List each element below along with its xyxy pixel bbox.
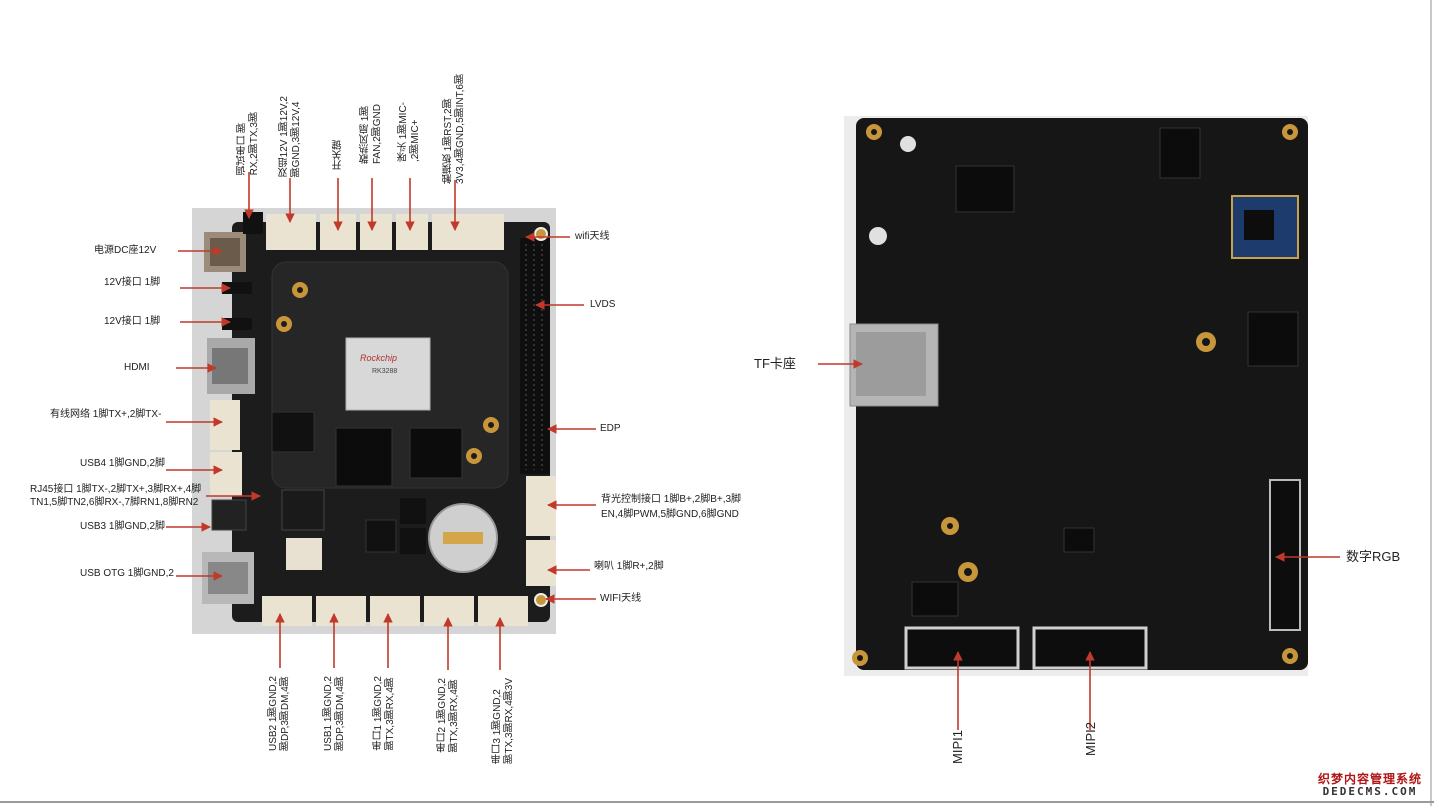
label-edp: EDP — [600, 423, 621, 434]
usb4-connector — [210, 452, 242, 496]
label-mipi2: MIPI2 — [1083, 722, 1098, 756]
right-pcb — [856, 118, 1308, 670]
label-uart1: 串口1 1脚GND,2 脚TX,3脚RX,4脚 — [373, 676, 396, 751]
label-wifi-antenna-2: WIFI天线 — [600, 593, 642, 604]
backlight-connector — [526, 476, 556, 536]
fan-connector — [360, 214, 392, 250]
right-arrows — [525, 232, 596, 604]
mipi1-connector — [904, 626, 1020, 670]
label-speaker: 喇叭 1脚R+,2脚 — [594, 561, 664, 572]
soc-brand-text: Rockchip — [360, 353, 398, 363]
label-dc-jack: 电源DC座12V — [94, 245, 157, 256]
touch-connector — [432, 214, 504, 250]
small-black-conn-b — [222, 318, 252, 330]
rgb-connector — [1269, 479, 1301, 631]
soc-chip — [345, 337, 431, 411]
label-rj45-line2: TN1,5脚TN2,6脚RX-,7脚RN1,8脚RN2 — [30, 497, 199, 508]
uart2-connector — [424, 596, 474, 626]
label-digital-rgb: 数字RGB — [1346, 549, 1401, 564]
crystal — [286, 538, 322, 570]
left-arrows — [166, 246, 261, 581]
label-touch: 触摸板 1脚RST,2脚 3V3,4脚GND,5脚INT,6脚 — [443, 74, 466, 185]
right-board-arrows — [818, 359, 1340, 730]
label-fan: 散热风扇 1脚 FAN,2脚GND — [360, 104, 383, 165]
ram-chip-1 — [335, 427, 393, 487]
usb1-connector — [316, 596, 366, 626]
label-12v-port-b: 12V接口 1脚 — [104, 316, 161, 327]
label-usb4: USB4 1脚GND,2脚 — [80, 458, 166, 469]
right-edge-rule — [1430, 0, 1432, 806]
bottom-rule — [0, 801, 1434, 803]
lan-connector — [210, 400, 240, 450]
label-uart3: 串口3 1脚GND,2 脚TX,3脚RX,4脚3V — [492, 678, 515, 764]
uart3-connector — [478, 596, 528, 626]
wifi-antenna-bottom — [534, 593, 548, 607]
wifi-antenna-top — [534, 227, 548, 241]
label-power-key: 开关键 — [333, 140, 344, 170]
label-usb3: USB3 1脚GND,2脚 — [80, 521, 166, 532]
label-mic: 咪头 1脚MIC- ,2脚MIC+ — [398, 102, 421, 162]
dual12v-connector — [266, 214, 316, 250]
label-wifi-antenna: wifi天线 — [575, 231, 610, 242]
label-backlight-line2: EN,4脚PWM,5脚GND,6脚GND — [601, 509, 739, 520]
pulse-transformer — [281, 489, 325, 531]
ram-chip-2 — [409, 427, 463, 479]
watermark: 织梦内容管理系统 DEDECMS.COM — [1318, 773, 1422, 798]
debug-connector — [243, 212, 263, 234]
label-lan: 有线网络 1脚TX+,2脚TX- — [50, 409, 162, 420]
bottom-arrows — [275, 613, 505, 670]
label-mipi1: MIPI1 — [950, 730, 965, 764]
label-usb2: USB2 1脚GND,2 脚DP,3脚DM,4脚 — [268, 676, 291, 752]
mic-connector — [396, 214, 428, 250]
label-lvds: LVDS — [590, 299, 616, 310]
label-12v-port-a: 12V接口 1脚 — [104, 277, 161, 288]
label-hdmi: HDMI — [124, 362, 150, 373]
speaker-connector — [526, 540, 556, 586]
label-dual-12v: 双组12V 1脚12V,2 脚GND,3脚12V,4 — [279, 96, 302, 178]
soc-model-text: RK3288 — [372, 368, 398, 375]
watermark-url: DEDECMS.COM — [1322, 785, 1418, 798]
usb2-connector — [262, 596, 312, 626]
label-debug-uart: 调试串口 脚 RX,2脚TX,3脚 — [237, 112, 260, 176]
lvds-header — [520, 238, 550, 474]
watermark-title: 织梦内容管理系统 — [1317, 772, 1422, 786]
label-usb-otg: USB OTG 1脚GND,2 — [80, 568, 174, 579]
uart1-connector — [370, 596, 420, 626]
label-backlight-line1: 背光控制接口 1脚B+,2脚B+,3脚 — [601, 494, 742, 505]
label-uart2: 串口2 1脚GND,2 脚TX,3脚RX,4脚 — [437, 678, 460, 753]
label-tf-slot: TF卡座 — [754, 356, 796, 371]
label-usb1: USB1 1脚GND,2 脚DP,3脚DM,4脚 — [323, 676, 346, 752]
top-arrows — [244, 172, 460, 231]
rj45-block — [211, 499, 247, 531]
label-rj45-line1: RJ45接口 1脚TX-,2脚TX+,3脚RX+,4脚 — [30, 484, 202, 495]
